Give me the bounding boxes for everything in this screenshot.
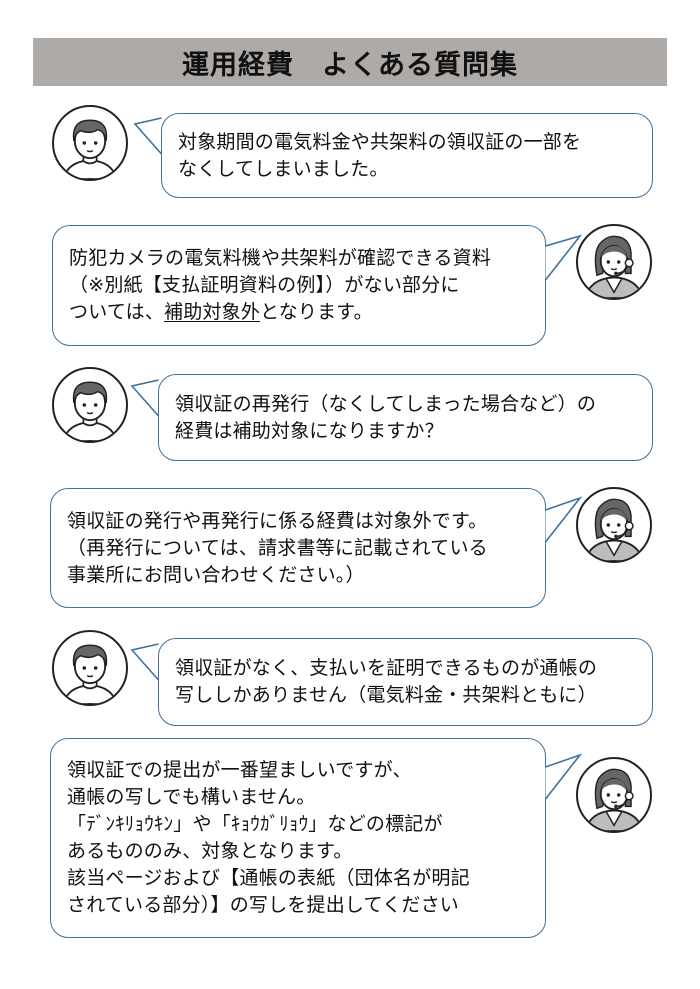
person-icon [52,105,128,181]
question-bubble: 領収証がなく、支払いを証明できるものが通帳の 写ししかありません（電気料金・共架… [158,638,653,726]
question-bubble: 領収証の再発行（なくしてしまった場合など）の 経費は補助対象になりますか？ [158,374,653,461]
bubble-tail [130,379,160,417]
answer-line: 事業所にお問い合わせください。） [67,563,365,586]
answer-line: 防犯カメラの電気料機や共架料が確認できる資料 [69,247,492,269]
answer-line: （再発行については、請求書等に記載されている [67,536,488,559]
answer-line: あるもののみ、対象となります。 [67,840,353,862]
question-line: 領収証がなく、支払いを証明できるものが通帳の [175,657,598,679]
answer-text: となります。 [260,301,373,323]
answer-line: 「ﾃﾞﾝｷﾘｮｳｷﾝ」や「ｷｮｳｶﾞﾘｮｳ」などの標記が [67,813,443,835]
answer-line: 領収証の発行や再発行に係る経費は対象外です。 [67,509,488,532]
operator-icon [576,224,652,300]
bubble-tail [130,643,160,681]
question-bubble: 対象期間の電気料金や共架料の領収証の一部を なくしてしまいました。 [161,113,653,198]
answer-line: 通帳の写しでも構いません。 [67,786,316,808]
person-icon [52,367,128,443]
answer-line: ついては、補助対象外となります。 [69,299,529,326]
page-header: 運用経費 よくある質問集 [33,38,667,86]
answer-line: されている部分）】の写しを提出してください [67,894,459,916]
bubble-tail [544,496,583,543]
question-line: 領収証の再発行（なくしてしまった場合など）の [175,392,597,415]
bubble-tail [544,753,583,800]
page-title: 運用経費 よくある質問集 [182,49,518,81]
question-line: 対象期間の電気料金や共架料の領収証の一部を [178,130,582,153]
answer-bubble: 防犯カメラの電気料機や共架料が確認できる資料 （※別紙【支払証明資料の例】）がな… [52,225,546,346]
operator-icon [576,757,652,833]
bubble-tail [544,234,583,281]
underlined-emphasis: 補助対象外 [164,301,261,323]
question-line: 経費は補助対象になりますか？ [175,419,444,442]
person-icon [52,630,128,706]
answer-line: 領収証での提出が一番望ましいですが、 [67,759,412,781]
question-line: なくしてしまいました。 [178,157,389,180]
answer-text: ついては、 [69,301,165,323]
answer-bubble: 領収証の発行や再発行に係る経費は対象外です。 （再発行については、請求書等に記載… [50,488,546,608]
bubble-tail [133,117,163,155]
question-line: 写ししかありません（電気料金・共架料ともに） [175,684,597,706]
operator-icon [576,487,652,563]
answer-line: （※別紙【支払証明資料の例】）がない部分に [69,274,460,296]
answer-line: 該当ページおよび【通帳の表紙（団体名が明記 [67,867,470,889]
answer-bubble: 領収証での提出が一番望ましいですが、 通帳の写しでも構いません。 「ﾃﾞﾝｷﾘｮ… [50,738,546,938]
